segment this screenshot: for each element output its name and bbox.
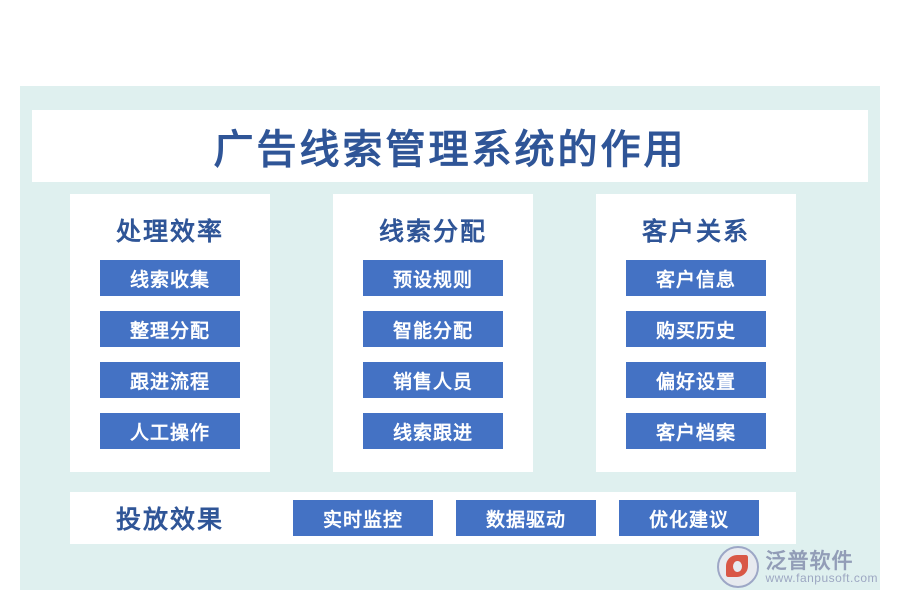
chip-item[interactable]: 客户档案 — [626, 413, 766, 449]
chip-item[interactable]: 优化建议 — [619, 500, 759, 536]
chip-item[interactable]: 偏好设置 — [626, 362, 766, 398]
chip-item[interactable]: 人工操作 — [100, 413, 240, 449]
bottom-row-delivery-effect: 投放效果 实时监控 数据驱动 优化建议 — [70, 492, 796, 544]
brand-name: 泛普软件 — [765, 548, 854, 573]
bottom-row-heading: 投放效果 — [115, 507, 224, 534]
chip-item[interactable]: 跟进流程 — [100, 362, 240, 398]
watermark-text: 泛普软件 www.fanpusoft.com — [765, 550, 878, 585]
column-heading: 处理效率 — [115, 219, 224, 246]
chip-item[interactable]: 客户信息 — [626, 260, 766, 296]
chip-item[interactable]: 线索跟进 — [363, 413, 503, 449]
column-lead-allocation: 线索分配 预设规则 智能分配 销售人员 线索跟进 — [333, 194, 533, 472]
page-title: 广告线索管理系统的作用 — [213, 127, 687, 172]
chip-item[interactable]: 购买历史 — [626, 311, 766, 347]
chip-item[interactable]: 智能分配 — [363, 311, 503, 347]
chip-item[interactable]: 数据驱动 — [456, 500, 596, 536]
chip-item[interactable]: 预设规则 — [363, 260, 503, 296]
column-customer-relations: 客户关系 客户信息 购买历史 偏好设置 客户档案 — [596, 194, 796, 472]
chip-item[interactable]: 整理分配 — [100, 311, 240, 347]
brand-logo-icon — [717, 546, 760, 588]
chip-item[interactable]: 实时监控 — [293, 500, 433, 536]
brand-url: www.fanpusoft.com — [765, 570, 878, 585]
watermark: 泛普软件 www.fanpusoft.com — [717, 546, 878, 588]
chip-item[interactable]: 销售人员 — [363, 362, 503, 398]
title-panel: 广告线索管理系统的作用 — [32, 110, 868, 182]
column-processing-efficiency: 处理效率 线索收集 整理分配 跟进流程 人工操作 — [70, 194, 270, 472]
column-heading: 客户关系 — [641, 219, 750, 246]
column-heading: 线索分配 — [378, 219, 487, 246]
chip-item[interactable]: 线索收集 — [100, 260, 240, 296]
